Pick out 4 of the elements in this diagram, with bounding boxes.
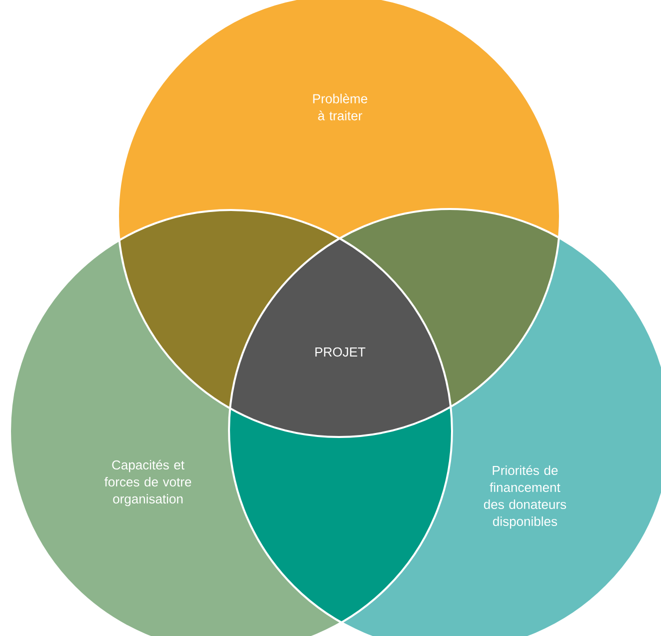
region-label: Capacités et forces de votre organisation	[104, 460, 192, 506]
region-label: PROJET	[315, 347, 366, 357]
region-label: Priorités de financement des donateurs disponibles	[484, 465, 566, 529]
region-label: Problème à traiter	[313, 94, 368, 120]
